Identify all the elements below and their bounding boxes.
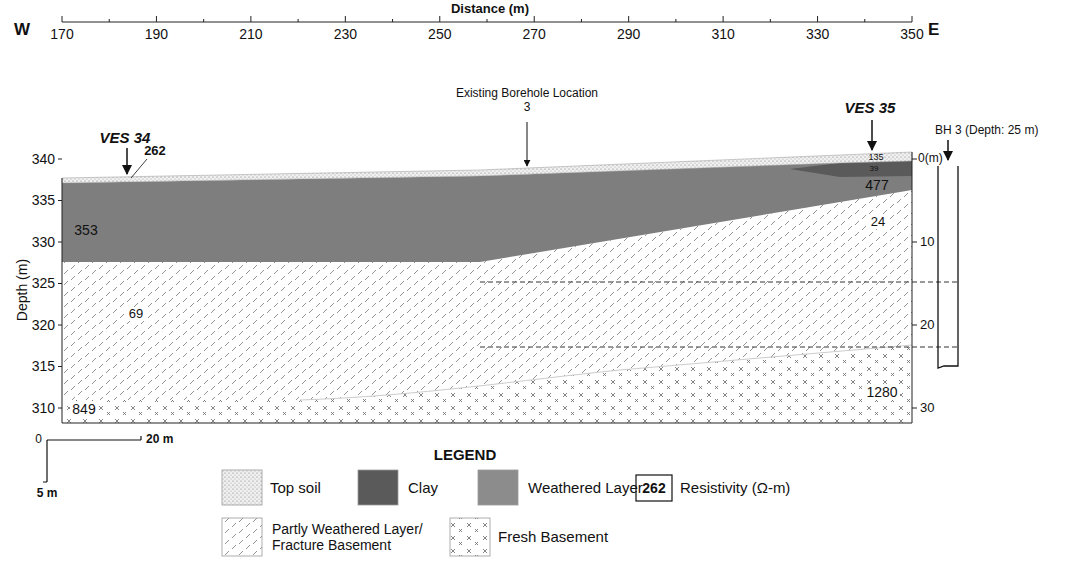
tick (912, 159, 917, 160)
tick (628, 16, 629, 22)
depth-tick: 20 (920, 318, 934, 333)
legend-swatch (222, 470, 262, 505)
ticks (58, 16, 917, 408)
direction-label: W (14, 20, 30, 40)
legend-text: Top soil (270, 479, 321, 496)
tick (62, 16, 63, 22)
resistivity-value: 69 (127, 307, 145, 322)
dashed-line (480, 282, 960, 283)
legend-text: Partly Weathered Layer/ Fracture Basemen… (272, 521, 440, 553)
legend-text: Weathered Layer (528, 479, 643, 496)
elevation-tick: 325 (32, 275, 55, 291)
top-soil (62, 152, 912, 183)
boundary (300, 345, 912, 400)
tick (58, 159, 62, 160)
fresh-basement (62, 345, 912, 423)
tick (58, 242, 62, 243)
axis-title: Distance (m) (451, 2, 529, 17)
scale-label: 5 m (37, 487, 58, 501)
legend-text: Resistivity (Ω-m) (680, 479, 790, 496)
tick (912, 16, 913, 22)
distance-tick: 270 (523, 26, 546, 42)
elevation-tick: 340 (32, 151, 55, 167)
frame (62, 152, 912, 423)
distance-tick: 170 (50, 26, 73, 42)
tick (58, 283, 62, 284)
tick (770, 19, 771, 22)
distance-tick: 190 (145, 26, 168, 42)
ves-label: VES 35 (845, 99, 896, 116)
tick (912, 408, 917, 409)
tick (817, 16, 818, 22)
direction-label: E (928, 20, 939, 40)
elevation-tick: 320 (32, 317, 55, 333)
resistivity-value: 24 (869, 215, 887, 230)
tick (203, 19, 204, 22)
elevation-tick: 310 (32, 400, 55, 416)
ves-arrow (871, 120, 873, 150)
axis-title: Depth (m) (14, 259, 30, 321)
legend-sample: 262 (642, 480, 665, 496)
elevation-tick: 315 (32, 358, 55, 374)
legend-swatch (450, 518, 490, 556)
borehole (938, 166, 958, 368)
ves-arrow (126, 148, 128, 174)
resistivity-value: 353 (74, 222, 97, 238)
resistivity-value: 477 (865, 177, 888, 193)
borehole-label: BH 3 (Depth: 25 m) (935, 124, 1038, 138)
elevation-tick: 335 (32, 192, 55, 208)
legend-text: Fresh Basement (498, 528, 608, 545)
tick (912, 325, 917, 326)
tick (58, 325, 62, 326)
legend-text: Clay (408, 479, 438, 496)
tick (912, 242, 917, 243)
distance-tick: 210 (239, 26, 262, 42)
depth-tick: 10 (920, 235, 934, 250)
legend-swatch (478, 470, 518, 505)
resistivity-value: 849 (70, 401, 97, 417)
tick (723, 16, 724, 22)
distance-tick: 250 (428, 26, 451, 42)
distance-tick: 330 (806, 26, 829, 42)
depth-tick: 30 (920, 401, 934, 416)
distance-tick: 230 (334, 26, 357, 42)
resistivity-value: 39 (870, 164, 879, 173)
tick (109, 19, 110, 22)
resistivity-value: 135 (868, 152, 883, 162)
resistivity-value: 262 (142, 144, 168, 159)
tick (392, 19, 393, 22)
depth-tick: 0(m) (918, 152, 943, 166)
tick (345, 16, 346, 22)
tick (534, 16, 535, 22)
tick (581, 19, 582, 22)
tick (58, 408, 62, 409)
leader-line (131, 159, 147, 178)
tick (675, 19, 676, 22)
elevation-tick: 330 (32, 234, 55, 250)
dashed-line (480, 347, 960, 348)
tick (864, 19, 865, 22)
distance-tick: 350 (900, 26, 923, 42)
distance-tick: 290 (617, 26, 640, 42)
legend-swatch (358, 470, 398, 505)
tick (58, 200, 62, 201)
tick (487, 19, 488, 22)
legend-title: LEGEND (434, 446, 497, 463)
legend-swatch (222, 518, 262, 556)
scale-label: 20 m (146, 433, 173, 447)
resistivity-value: 1280 (864, 384, 899, 400)
scale-label: 0 (35, 433, 42, 447)
tick (156, 16, 157, 22)
tick (250, 16, 251, 22)
distance-tick: 310 (711, 26, 734, 42)
bh-arrow (947, 140, 949, 160)
scale-bar (43, 436, 141, 482)
borehole-arrow (527, 122, 528, 166)
tick (439, 16, 440, 22)
tick (298, 19, 299, 22)
tick (58, 366, 62, 367)
borehole-label: Existing Borehole Location 3 (452, 87, 602, 115)
legend-swatches (222, 470, 518, 556)
